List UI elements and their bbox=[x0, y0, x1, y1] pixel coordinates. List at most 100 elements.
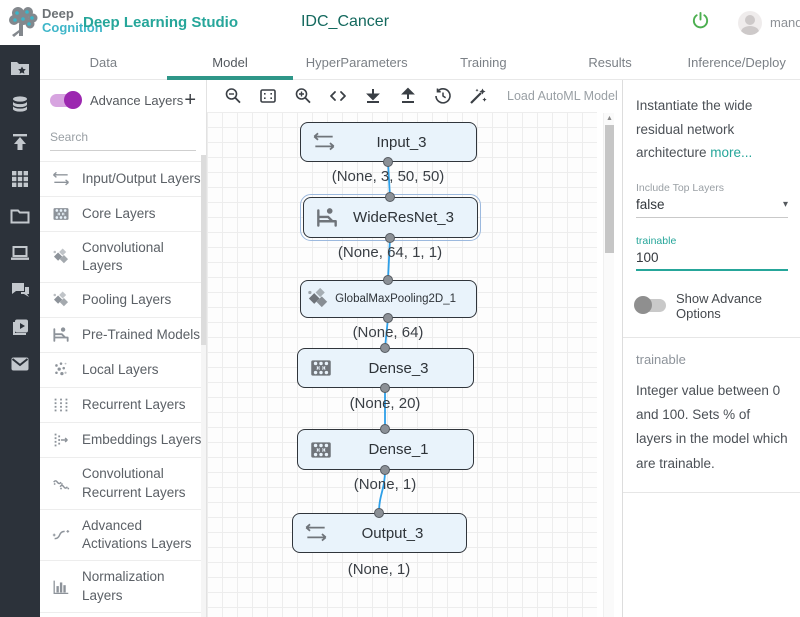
zoom-out-icon[interactable] bbox=[223, 86, 243, 106]
advance-layers-toggle[interactable] bbox=[50, 90, 82, 109]
apps-grid-icon[interactable] bbox=[9, 168, 31, 190]
category-pooling-layers[interactable]: Pooling Layers bbox=[40, 282, 206, 317]
category-convolutional-recurrent-layers[interactable]: Convolutional Recurrent Layers bbox=[40, 457, 206, 508]
bar-chart-icon bbox=[50, 577, 72, 597]
filmstrip-icon bbox=[298, 438, 344, 462]
logo-word-cognition: Cognition bbox=[42, 20, 103, 35]
divider bbox=[623, 492, 800, 494]
show-advance-options-toggle[interactable] bbox=[634, 296, 666, 315]
node-properties-panel: Instantiate the wide residual network ar… bbox=[622, 80, 800, 617]
layer-category-list: Input/Output Layers Core Layers Convolut… bbox=[40, 161, 206, 617]
main-tabbar: Data Model HyperParameters Training Resu… bbox=[40, 45, 800, 80]
tab-results[interactable]: Results bbox=[588, 54, 632, 70]
tab-hyperparameters[interactable]: HyperParameters bbox=[305, 54, 408, 70]
category-local-layers[interactable]: Local Layers bbox=[40, 352, 206, 387]
left-icon-rail bbox=[0, 45, 40, 617]
person-bench-icon bbox=[50, 325, 72, 345]
io-arrows-icon bbox=[301, 130, 347, 154]
category-normalization-layers[interactable]: Normalization Layers bbox=[40, 560, 206, 611]
category-recurrent-layers[interactable]: Recurrent Layers bbox=[40, 387, 206, 422]
tab-data[interactable]: Data bbox=[89, 54, 118, 70]
node-globalmaxpooling2d-1[interactable]: GlobalMaxPooling2D_1 bbox=[300, 280, 477, 318]
power-logout-icon[interactable] bbox=[691, 11, 710, 35]
app-header: Deep Cognition Deep Learning Studio IDC_… bbox=[0, 0, 800, 45]
app-title: Deep Learning Studio bbox=[83, 14, 239, 31]
shape-label-output-3: (None, 1) bbox=[347, 561, 411, 578]
chevron-down-icon: ▾ bbox=[782, 198, 788, 210]
model-canvas: Load AutoML Model ▾ bbox=[207, 80, 622, 617]
category-core-layers[interactable]: Core Layers bbox=[40, 196, 206, 231]
tab-inference-deploy[interactable]: Inference/Deploy bbox=[687, 54, 786, 70]
notebook-laptop-icon[interactable] bbox=[9, 242, 31, 264]
zoom-in-icon[interactable] bbox=[293, 86, 313, 106]
advance-layers-label: Advance Layers bbox=[90, 92, 184, 108]
brain-logo-icon bbox=[6, 4, 40, 38]
user-avatar[interactable] bbox=[738, 10, 762, 35]
canvas-toolbar: Load AutoML Model ▾ bbox=[207, 80, 622, 112]
datasets-database-icon[interactable] bbox=[9, 94, 31, 116]
load-automl-dropdown[interactable]: Load AutoML Model ▾ bbox=[507, 89, 630, 103]
help-text: Integer value between 0 and 100. Sets % … bbox=[636, 382, 788, 471]
scroll-up-arrow-icon[interactable]: ▲ bbox=[606, 115, 613, 122]
category-embeddings-layers[interactable]: Embeddings Layers bbox=[40, 422, 206, 457]
fit-to-screen-icon[interactable] bbox=[258, 86, 278, 106]
shape-label-wideresnet-3: (None, 64, 1, 1) bbox=[337, 244, 443, 261]
username-label: mandeep2 bbox=[770, 15, 800, 30]
category-noise-layers[interactable]: Noise Layers bbox=[40, 611, 206, 617]
shape-label-input-3: (None, 3, 50, 50) bbox=[331, 168, 445, 185]
canvas-vertical-scrollbar[interactable]: ▲ bbox=[603, 113, 614, 617]
more-link[interactable]: more... bbox=[710, 145, 753, 161]
files-folder-icon[interactable] bbox=[9, 205, 31, 227]
node-input-3[interactable]: Input_3 bbox=[300, 122, 477, 162]
wavy-dots-icon bbox=[50, 474, 72, 494]
history-icon[interactable] bbox=[433, 86, 453, 106]
mail-envelope-icon[interactable] bbox=[9, 353, 31, 375]
add-layer-button[interactable]: + bbox=[184, 89, 196, 111]
logo-word-deep: Deep bbox=[42, 6, 74, 22]
divider bbox=[623, 336, 800, 338]
model-graph-grid[interactable]: Input_3 (None, 3, 50, 50) WideResNet_3 (… bbox=[207, 112, 597, 617]
deep-cognition-logo[interactable]: Deep Cognition bbox=[6, 4, 103, 38]
project-title: IDC_Cancer bbox=[300, 13, 390, 30]
include-top-layers-label: Include Top Layers bbox=[636, 181, 724, 194]
view-code-icon[interactable] bbox=[328, 86, 348, 106]
diamonds-icon bbox=[50, 290, 72, 310]
category-pre-trained-models[interactable]: Pre-Trained Models bbox=[40, 317, 206, 352]
node-output-3[interactable]: Output_3 bbox=[292, 513, 467, 553]
include-top-layers-select[interactable]: false ▾ bbox=[636, 194, 788, 218]
dots-arrow-icon bbox=[50, 430, 72, 450]
download-model-icon[interactable] bbox=[363, 86, 383, 106]
category-advanced-activations-layers[interactable]: Advanced Activations Layers bbox=[40, 508, 206, 560]
person-bench-icon bbox=[304, 206, 350, 230]
tab-model[interactable]: Model bbox=[166, 45, 294, 80]
tab-training[interactable]: Training bbox=[460, 54, 507, 70]
upload-model-icon[interactable] bbox=[398, 86, 418, 106]
category-convolutional-layers[interactable]: Convolutional Layers bbox=[40, 231, 206, 282]
projects-folder-star-icon[interactable] bbox=[9, 57, 31, 79]
filmstrip-icon bbox=[50, 204, 72, 224]
node-wideresnet-3[interactable]: WideResNet_3 bbox=[300, 194, 481, 241]
category-input-output-layers[interactable]: Input/Output Layers bbox=[40, 161, 206, 196]
shape-label-dense-1: (None, 1) bbox=[353, 476, 417, 493]
scrollbar-thumb[interactable] bbox=[605, 125, 614, 253]
video-tutorials-icon[interactable] bbox=[9, 316, 31, 338]
trainable-input[interactable] bbox=[636, 246, 788, 271]
chat-bubbles-icon[interactable] bbox=[9, 279, 31, 301]
show-advance-options-label: Show Advance Options bbox=[676, 290, 763, 321]
io-arrows-icon bbox=[50, 169, 72, 189]
upload-icon[interactable] bbox=[9, 131, 31, 153]
help-title: trainable bbox=[636, 351, 686, 367]
diamonds-icon bbox=[50, 247, 72, 267]
layers-panel: Advance Layers + Input/Output Layers Cor… bbox=[40, 80, 207, 617]
automl-wand-icon[interactable] bbox=[468, 86, 488, 106]
layer-search-input[interactable] bbox=[50, 126, 196, 151]
layers-panel-scrollbar[interactable] bbox=[201, 155, 206, 617]
io-arrows-icon bbox=[293, 521, 339, 545]
trainable-field-label: trainable bbox=[636, 234, 677, 247]
activation-curve-icon bbox=[50, 525, 72, 545]
node-dense-3[interactable]: Dense_3 bbox=[297, 348, 474, 388]
node-dense-1[interactable]: Dense_1 bbox=[297, 429, 474, 470]
filmstrip-icon bbox=[298, 356, 344, 380]
scattered-dots-icon bbox=[50, 360, 72, 380]
